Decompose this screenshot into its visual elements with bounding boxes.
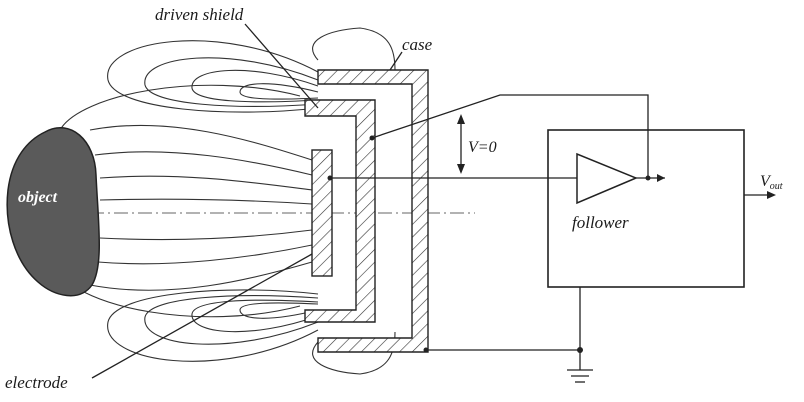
field-lines-top <box>59 27 396 131</box>
shield-feedback-wire <box>371 94 649 178</box>
v-zero-arrow-down <box>457 164 465 174</box>
driven-shield-label: driven shield <box>155 5 244 24</box>
ground-icon <box>567 369 593 383</box>
field-lines-object <box>89 124 313 291</box>
follower-label: follower <box>572 213 629 232</box>
case <box>317 69 429 353</box>
ground-node <box>577 347 583 353</box>
object-label: object <box>18 189 58 206</box>
electrode-leader <box>91 253 313 379</box>
signal-node <box>327 175 333 181</box>
case-label: case <box>402 35 433 54</box>
amp-output-arrow <box>657 174 665 182</box>
case-ground-node <box>423 347 429 353</box>
shield-node <box>369 135 375 141</box>
field-lines-bottom <box>59 271 396 375</box>
driven-shield <box>304 99 376 323</box>
v-zero-label: V=0 <box>468 139 497 156</box>
case-leader <box>389 51 403 71</box>
v-zero-arrow-up <box>457 114 465 124</box>
driven-shield-leader <box>244 23 319 109</box>
vout-arrow <box>767 191 776 199</box>
electrode-label: electrode <box>5 373 68 392</box>
electrode <box>311 149 333 277</box>
vout-label: Vout <box>760 173 783 192</box>
object-shape <box>6 126 101 297</box>
